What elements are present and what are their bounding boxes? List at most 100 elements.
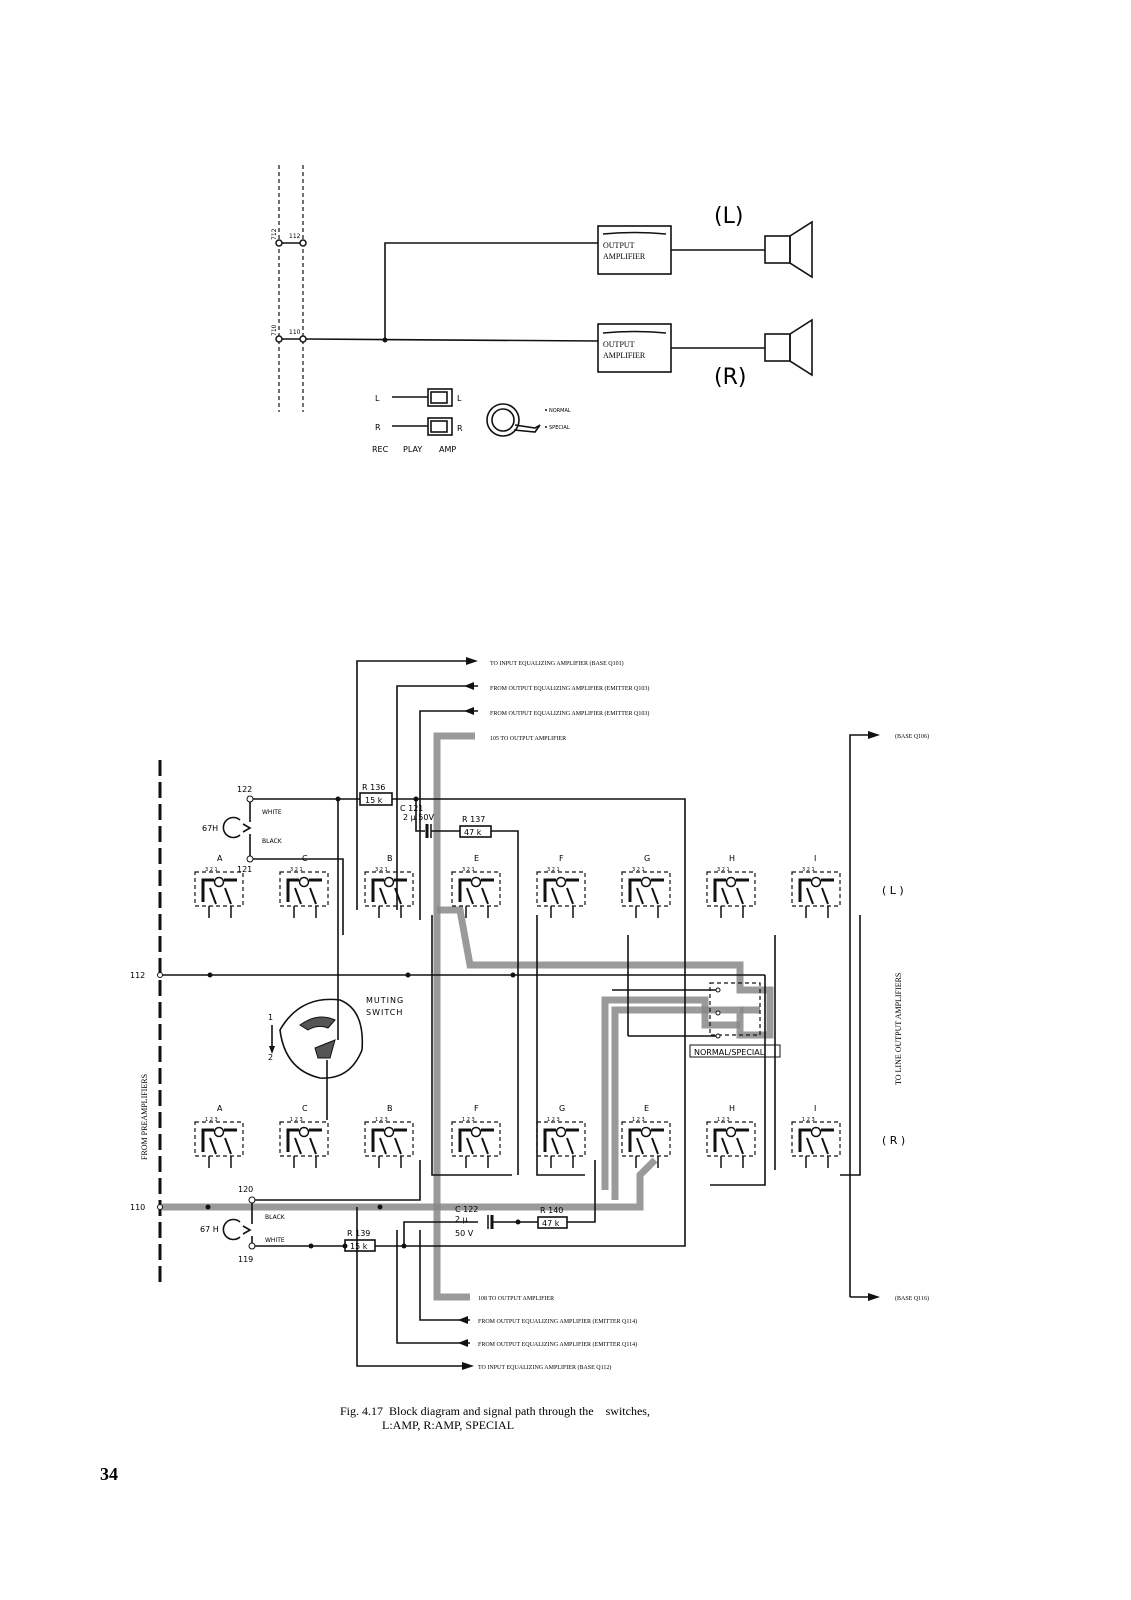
output-amplifier-right: OUTPUT AMPLIFIER (597, 323, 672, 373)
base-q116-label: (BASE Q116) (895, 1295, 929, 1302)
svg-text:122: 122 (237, 785, 252, 794)
svg-text:OUTPUT: OUTPUT (603, 340, 635, 349)
lower-switch-h: H 1 2 3 (706, 1104, 756, 1168)
switch-letter: E (474, 854, 479, 863)
line-112-label: 112 (130, 971, 145, 980)
switch-pins: 3 2 1 (632, 867, 645, 873)
switch-pins: 3 2 1 (717, 867, 730, 873)
svg-text:PLAY: PLAY (403, 445, 422, 454)
lower-input-network: 120 119 67 H BLACK WHITE R 139 15 k C 12… (200, 1160, 686, 1264)
switch-pins: 1 2 3 (802, 1117, 815, 1123)
switch-letter: C (302, 1104, 308, 1113)
arrow-label-105-to-output-amp: 105 TO OUTPUT AMPLIFIER (490, 736, 566, 742)
arrow-label-from-output-eq-q114-a: FROM OUTPUT EQUALIZING AMPLIFIER (EMITTE… (478, 1318, 637, 1325)
switch-letter: G (644, 854, 650, 863)
page-number: 34 (100, 1464, 118, 1484)
switch-letter: F (474, 1104, 479, 1113)
svg-text:AMPLIFIER: AMPLIFIER (603, 252, 646, 261)
lower-switch-a: A1 2 3 (194, 1104, 244, 1168)
output-amplifier-left: OUTPUT AMPLIFIER (597, 225, 672, 275)
svg-text:C 122: C 122 (455, 1205, 478, 1214)
speaker-left-icon (764, 220, 813, 279)
top-arrows: TO INPUT EQUALIZING AMPLIFIER (BASE Q101… (356, 657, 929, 1302)
figure-caption-line2: L:AMP, R:AMP, SPECIAL (382, 1418, 514, 1432)
arrow-label-from-output-eq-q103-a: FROM OUTPUT EQUALIZING AMPLIFIER (EMITTE… (490, 685, 649, 692)
svg-text:15 k: 15 k (365, 796, 383, 805)
special-label: SPECIAL (549, 425, 570, 431)
switch-letter: H (729, 854, 735, 863)
switch-pins: 1 2 3 (375, 1117, 388, 1123)
switch-letter: H (729, 1104, 735, 1113)
switch-letter: A (217, 1104, 223, 1113)
svg-text:2: 2 (268, 1053, 273, 1062)
bottom-switch-diagram: 112 110 FROM PREAMPLIFIERS TO LINE OUTPU… (130, 657, 929, 1371)
arrow-label-to-input-eq-q101: TO INPUT EQUALIZING AMPLIFIER (BASE Q101… (490, 660, 624, 667)
svg-text:BLACK: BLACK (265, 1214, 286, 1221)
lower-switch-f: F 1 2 3 (451, 1104, 501, 1168)
upper-switch-row: A3 2 1 C 3 2 1 B 3 2 1 E 3 2 1 F 3 2 1 G 3 2 1 H 3 2… (194, 854, 841, 918)
channel-l-label: ( L ) (882, 884, 904, 897)
svg-text:NORMAL/SPECIAL: NORMAL/SPECIAL (694, 1048, 765, 1057)
jack-67h-lower-icon (222, 1218, 252, 1241)
normal-special-switch: NORMAL/SPECIAL (612, 935, 781, 1058)
svg-text:R 140: R 140 (540, 1206, 563, 1215)
svg-text:50 V: 50 V (455, 1229, 474, 1238)
upper-switch-b: B 3 2 1 (364, 854, 414, 918)
switch-letter: B (387, 854, 393, 863)
channel-right-label: (R) (714, 365, 746, 390)
svg-text:BLACK: BLACK (262, 838, 283, 845)
svg-text:67H: 67H (202, 824, 218, 833)
upper-switch-h: H 3 2 1 (706, 854, 756, 918)
svg-text:R: R (457, 424, 463, 433)
arrow-label-108-to-output-amp: 108 TO OUTPUT AMPLIFIER (478, 1296, 554, 1302)
switch-pins: 1 2 3 (717, 1117, 730, 1123)
switch-letter: A (217, 854, 223, 863)
label-712: 712 (271, 228, 278, 240)
svg-text:47 k: 47 k (464, 828, 482, 837)
lower-switch-g: G1 2 3 (536, 1104, 586, 1168)
from-preamplifiers-label: FROM PREAMPLIFIERS (140, 1074, 149, 1160)
svg-text:120: 120 (238, 1185, 253, 1194)
terminal-712 (275, 239, 283, 247)
switch-letter: I (814, 854, 816, 863)
switch-letter: F (559, 854, 564, 863)
upper-switch-i: I3 2 1 (791, 854, 841, 918)
svg-text:R 136: R 136 (362, 783, 385, 792)
svg-text:15 k: 15 k (350, 1242, 368, 1251)
svg-text:119: 119 (238, 1255, 253, 1264)
switch-legend: L L R R REC PLAY AMP (372, 388, 463, 454)
label-710: 710 (271, 324, 278, 336)
switch-pins: 1 2 3 (462, 1117, 475, 1123)
switch-letter: C (302, 854, 308, 863)
arrow-label-to-input-eq-q112: TO INPUT EQUALIZING AMPLIFIER (BASE Q112… (478, 1364, 611, 1371)
switch-pins: 3 2 1 (547, 867, 560, 873)
svg-text:47 k: 47 k (542, 1219, 560, 1228)
svg-text:L: L (375, 394, 380, 403)
terminal-112 (299, 239, 307, 247)
svg-text:1: 1 (268, 1013, 273, 1022)
muting-switch: MUTING SWITCH 1 2 (268, 996, 403, 1120)
line-110-label: 110 (130, 1203, 145, 1212)
svg-text:R 137: R 137 (462, 815, 485, 824)
switch-pins: 3 2 1 (375, 867, 388, 873)
upper-switch-a: A3 2 1 (194, 854, 244, 918)
svg-text:121: 121 (237, 865, 252, 874)
lower-switch-e: E 1 2 3 (621, 1104, 671, 1168)
svg-text:2 μ: 2 μ (455, 1215, 468, 1224)
svg-text:WHITE: WHITE (265, 1237, 285, 1244)
svg-text:AMPLIFIER: AMPLIFIER (603, 351, 646, 360)
switch-pins: 3 2 1 (462, 867, 475, 873)
terminal-710 (275, 335, 283, 343)
to-line-output-label: TO LINE OUTPUT AMPLIFIERS (894, 973, 903, 1085)
switch-pins: 3 2 1 (290, 867, 303, 873)
svg-text:R: R (375, 423, 381, 432)
top-block-diagram: 712 112 710 110 OUTPUT AMPLIFIER OUTPUT … (271, 165, 813, 454)
figure-caption-line1: Fig. 4.17 Block diagram and signal path … (340, 1404, 650, 1418)
terminal-110 (299, 335, 307, 343)
bottom-arrows: 108 TO OUTPUT AMPLIFIER FROM OUTPUT EQUA… (356, 1207, 637, 1371)
switch-pins: 1 2 3 (632, 1117, 645, 1123)
switch-letter: E (644, 1104, 649, 1113)
normal-label: NORMAL (549, 408, 571, 414)
switch-letter: B (387, 1104, 393, 1113)
